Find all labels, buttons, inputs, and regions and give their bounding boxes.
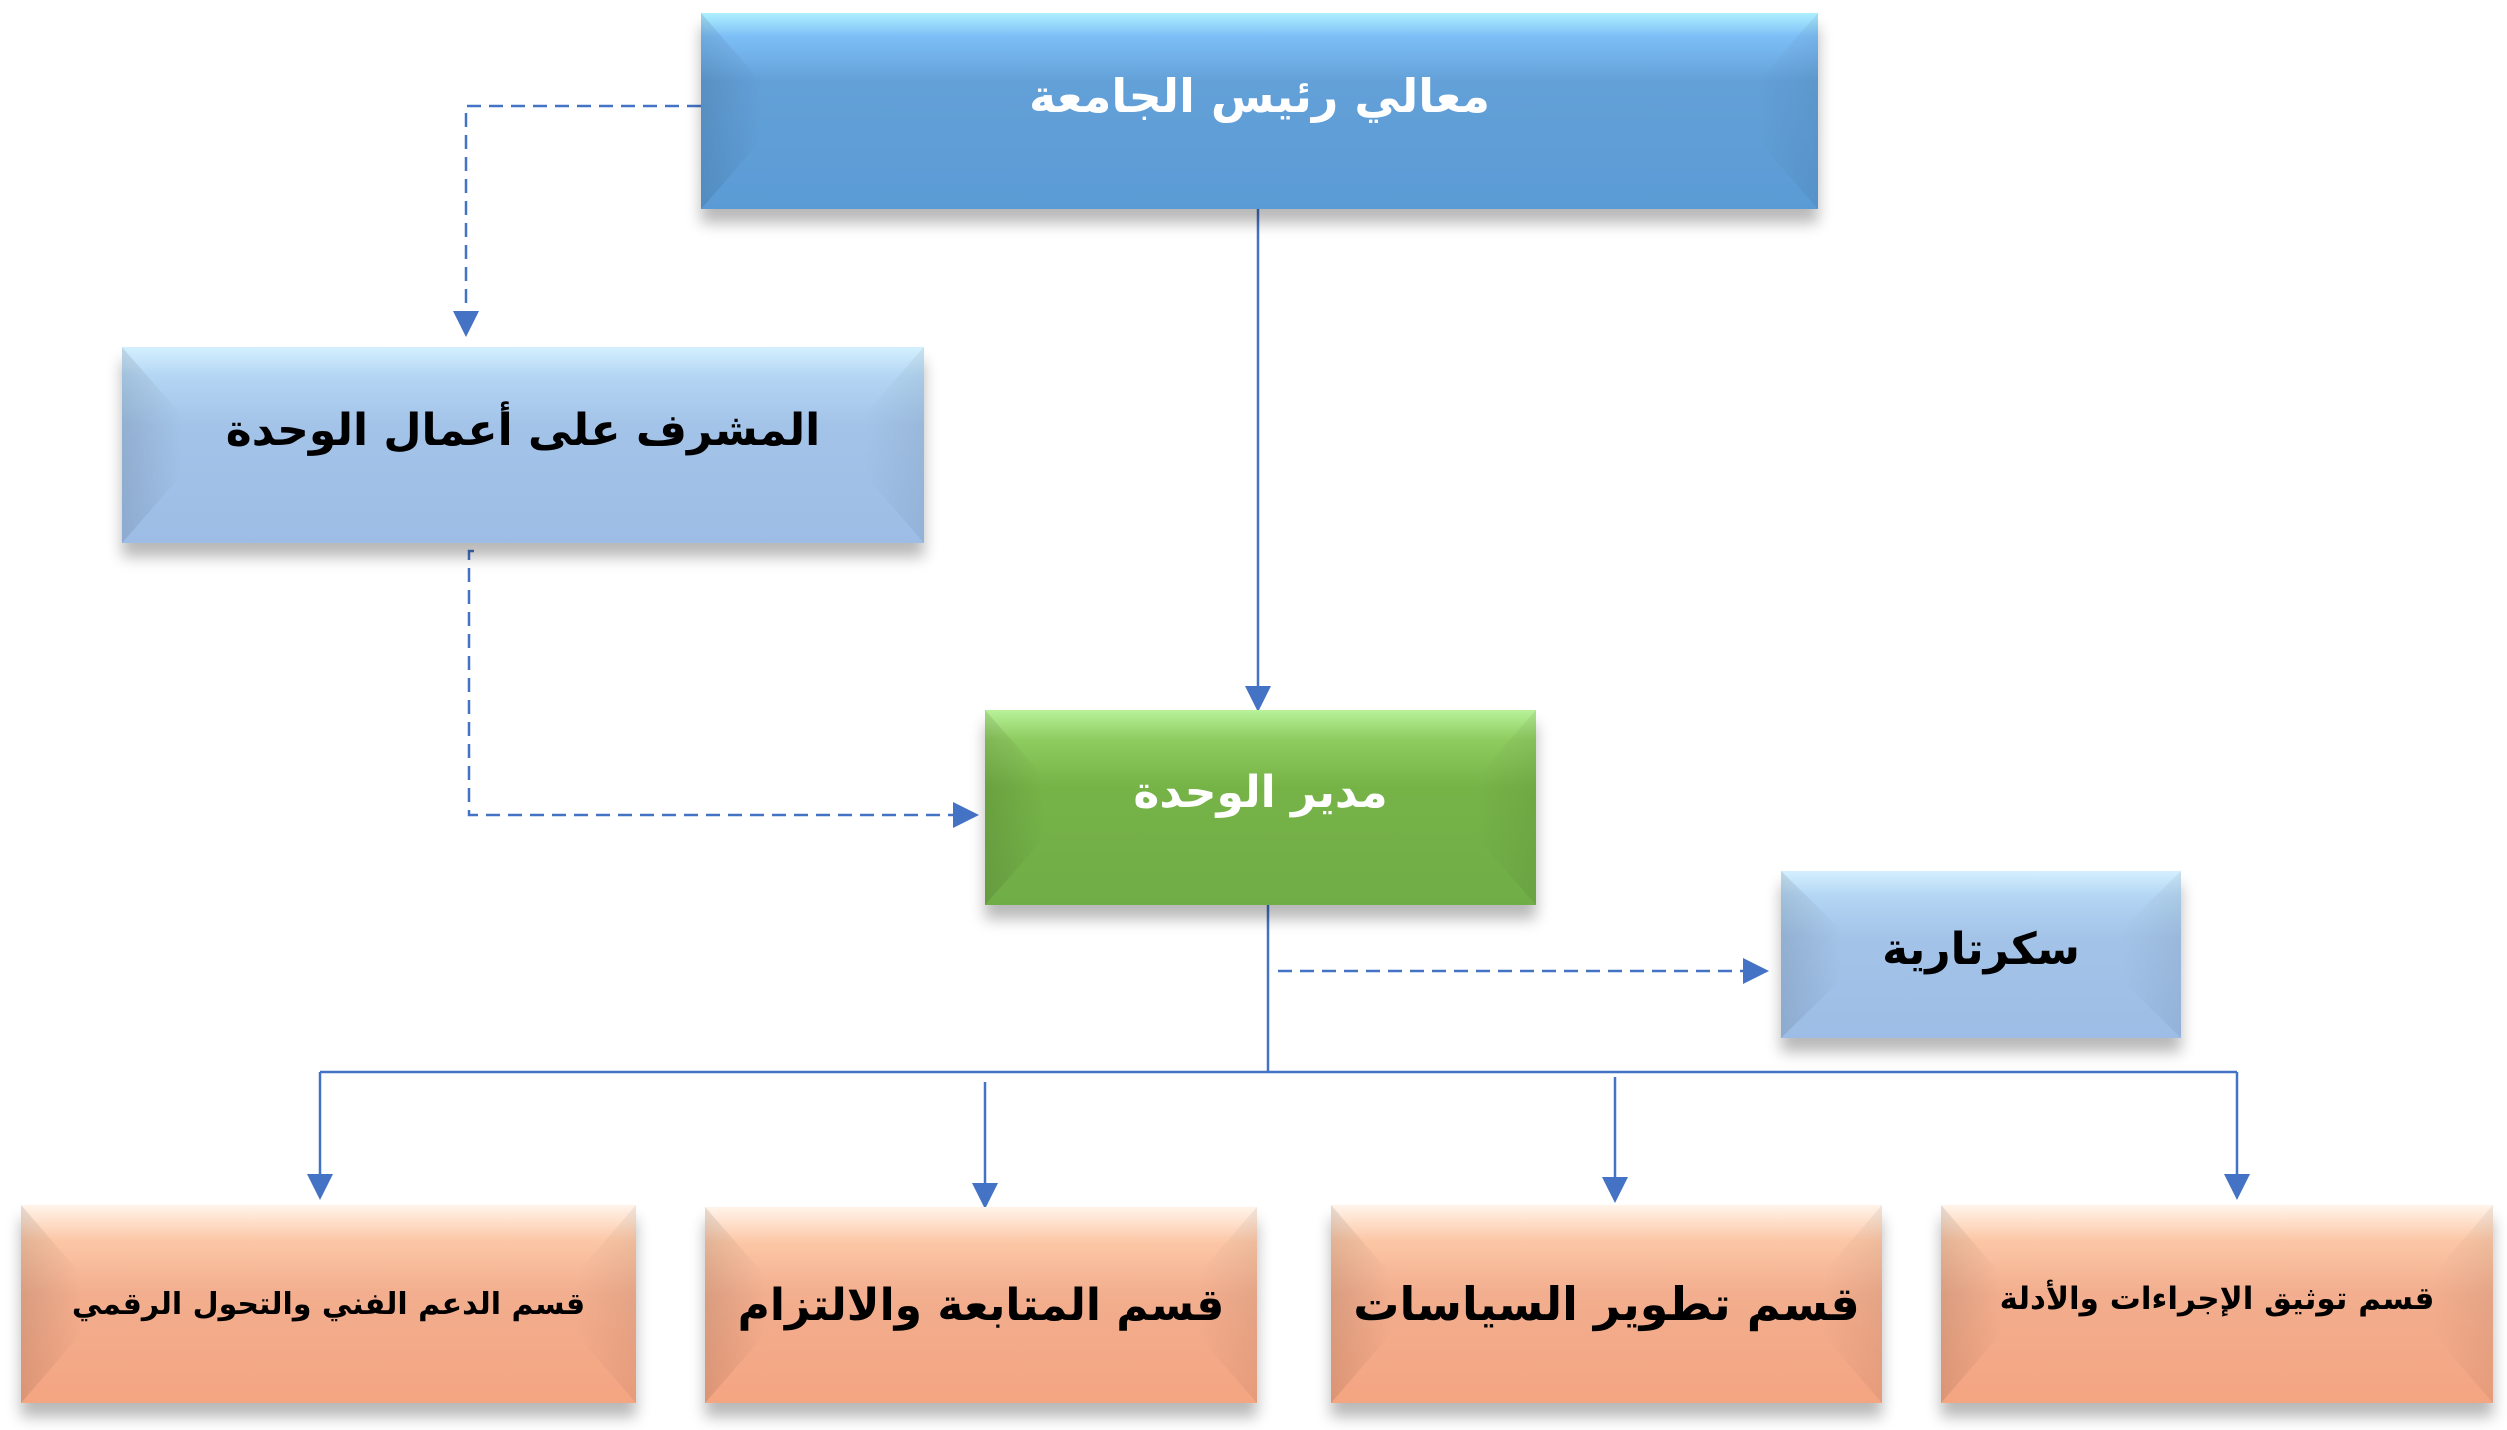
node-supervisor: المشرف على أعمال الوحدة — [122, 347, 924, 543]
node-director-label: مدير الوحدة — [1133, 767, 1388, 818]
connector-president-supervisor — [453, 104, 701, 337]
node-dept-compliance: قسم المتابعة والالتزام — [705, 1207, 1257, 1403]
node-dept-compliance-label: قسم المتابعة والالتزام — [737, 1279, 1225, 1331]
node-dept-digital-label: قسم الدعم الفني والتحول الرقمي — [71, 1286, 586, 1322]
node-president-label: معالي رئيس الجامعة — [1029, 69, 1490, 123]
node-dept-digital: قسم الدعم الفني والتحول الرقمي — [21, 1205, 636, 1403]
node-dept-procedures: قسم توثيق الإجراءات والأدلة — [1941, 1205, 2493, 1403]
node-dept-policy: قسم تطوير السياسات — [1331, 1205, 1882, 1403]
node-supervisor-label: المشرف على أعمال الوحدة — [225, 404, 821, 456]
connector-supervisor-director — [467, 549, 979, 828]
node-dept-procedures-label: قسم توثيق الإجراءات والأدلة — [1999, 1281, 2435, 1317]
node-secretariat: سكرتارية — [1781, 871, 2181, 1038]
node-president: معالي رئيس الجامعة — [701, 13, 1818, 209]
node-dept-policy-label: قسم تطوير السياسات — [1353, 1277, 1860, 1331]
node-secretariat-label: سكرتارية — [1882, 924, 2080, 975]
node-director: مدير الوحدة — [985, 710, 1536, 905]
